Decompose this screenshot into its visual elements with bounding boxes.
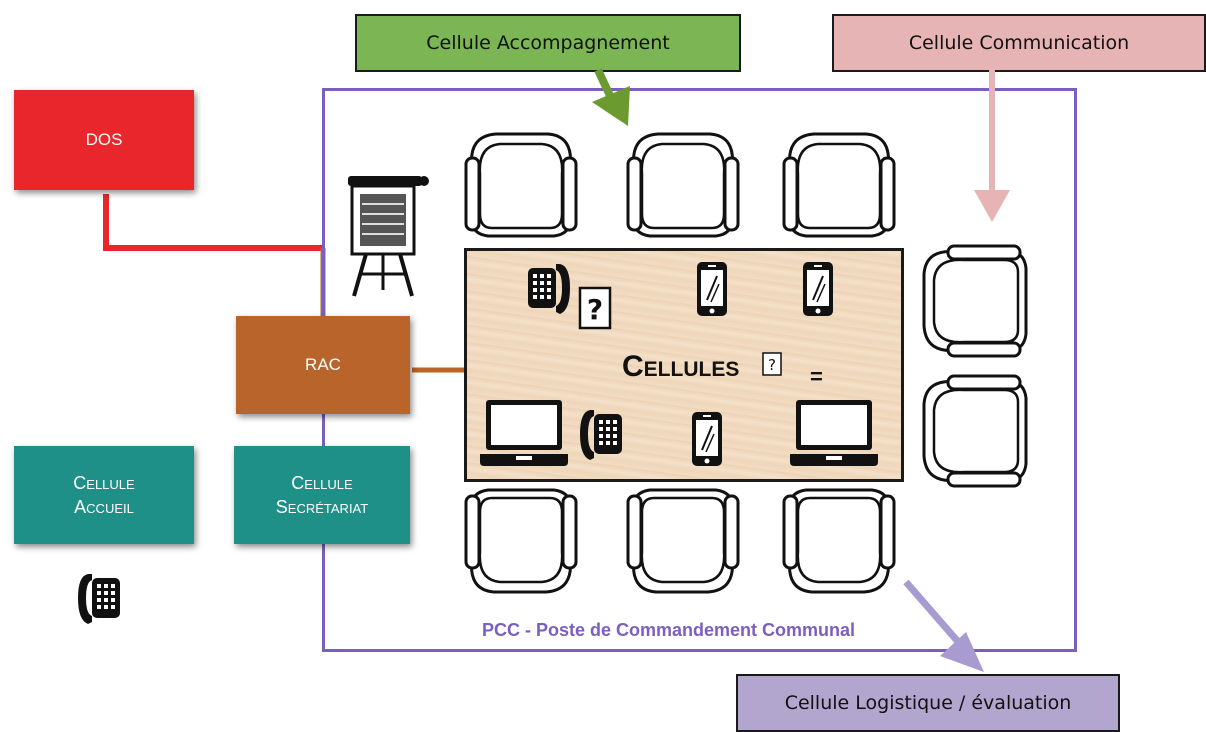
desk-phone-icon [580, 410, 622, 460]
rac-box[interactable]: RAC [236, 316, 410, 414]
pcc-label: PCC - Poste de Commandement Communal [482, 620, 856, 640]
desk-phone-icon [528, 264, 570, 314]
arrow-icon [974, 68, 1010, 222]
arrow-icon [903, 579, 984, 672]
chair-icon [464, 132, 578, 238]
smartphone-icon [696, 261, 728, 317]
chair-icon [626, 132, 740, 238]
cellule-communication-label: Cellule Communication [908, 32, 1130, 54]
laptop-icon [790, 400, 878, 466]
missing-glyph-icon [578, 286, 612, 330]
missing-glyph-icon: ? [762, 352, 782, 376]
chair-icon [922, 374, 1028, 488]
cellule-accueil-box[interactable]: Cellule Accueil [14, 446, 194, 544]
smartphone-icon [802, 261, 834, 317]
cellule-secretariat-box[interactable]: Cellule Secrétariat [234, 446, 410, 544]
chair-icon [922, 244, 1028, 358]
cellule-accompagnement-box[interactable]: Cellule Accompagnement [355, 14, 741, 72]
cellule-communication-box[interactable]: Cellule Communication [832, 14, 1206, 72]
cellule-secretariat-line2: Secrétariat [275, 497, 369, 517]
flipchart-icon [348, 176, 429, 297]
cellule-accompagnement-label: Cellule Accompagnement [426, 32, 670, 54]
chair-icon [782, 488, 896, 594]
chair-icon [626, 488, 740, 594]
cellule-accueil-line1: Cellule [73, 473, 135, 493]
cellule-secretariat-line1: Cellule [291, 473, 353, 493]
cellule-logistique-label: Cellule Logistique / évaluation [784, 692, 1072, 714]
cellules-title: Cellules [622, 350, 740, 383]
arrow-icon [592, 68, 630, 126]
dos-label: DOS [85, 130, 123, 149]
chair-icon [782, 132, 896, 238]
svg-text:?: ? [768, 356, 776, 374]
laptop-icon [480, 400, 568, 466]
dos-box[interactable]: DOS [14, 90, 194, 190]
rac-label: RAC [305, 355, 341, 374]
equals-sign: = [810, 364, 823, 389]
dos-connector [103, 194, 322, 251]
chair-icon [464, 488, 578, 594]
desk-phone-icon [78, 574, 120, 624]
smartphone-icon [691, 411, 723, 467]
cellule-accueil-line2: Accueil [74, 497, 134, 517]
